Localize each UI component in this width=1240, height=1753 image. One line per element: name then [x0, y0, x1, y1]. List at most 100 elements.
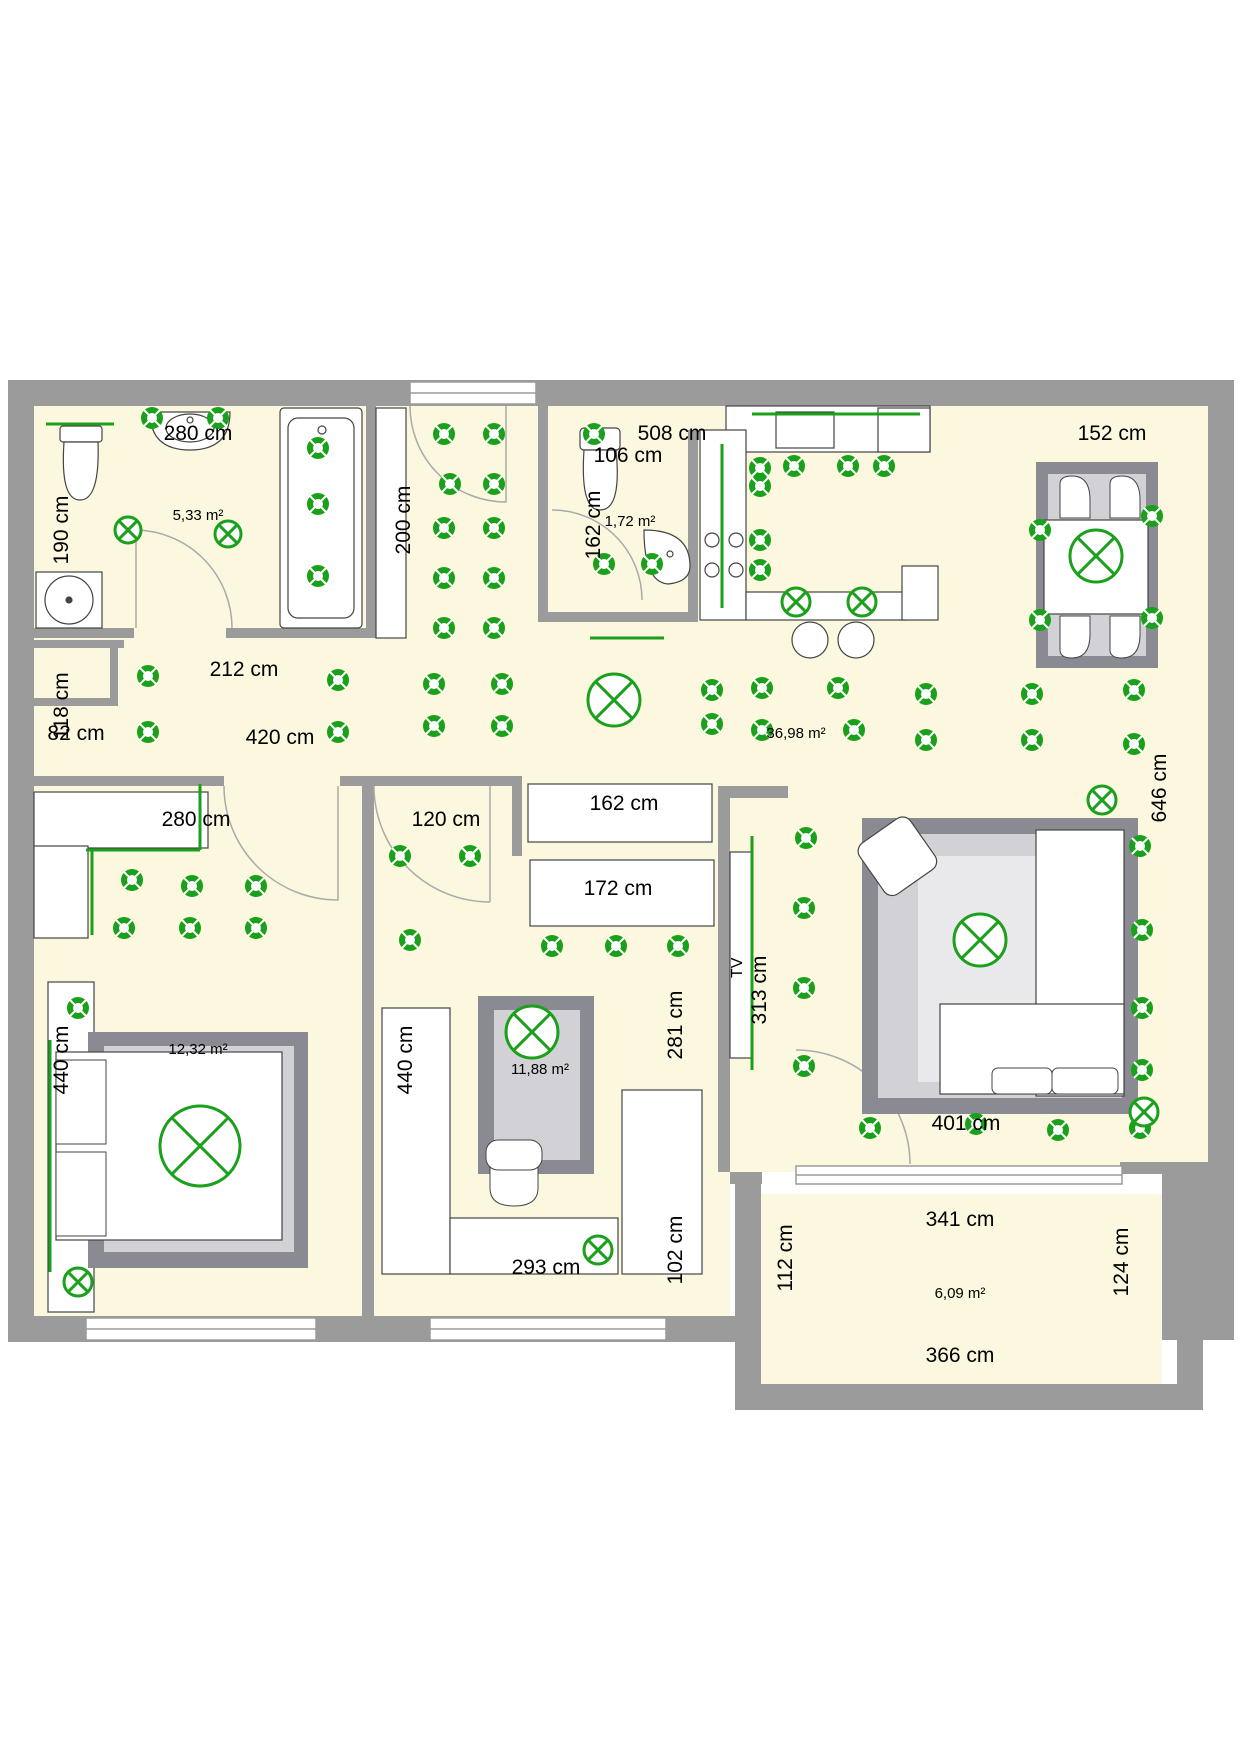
- downlight-icon: [137, 721, 159, 743]
- downlight-icon: [749, 457, 771, 479]
- dimension-label: 172 cm: [584, 877, 653, 900]
- dimension-label: 646 cm: [1148, 754, 1171, 823]
- living-room-furniture: [729, 816, 1138, 1114]
- downlight-icon: [1129, 835, 1151, 857]
- downlight-icon: [1141, 505, 1163, 527]
- ceiling-lamp-icon: [1086, 784, 1118, 816]
- dimension-label: 118 cm: [50, 672, 73, 739]
- downlight-icon: [873, 455, 895, 477]
- downlight-icon: [439, 473, 461, 495]
- downlight-icon: [605, 935, 627, 957]
- dimension-label: 366 cm: [926, 1344, 995, 1367]
- dimension-label: 440 cm: [50, 1026, 73, 1095]
- downlight-icon: [137, 665, 159, 687]
- downlight-icon: [307, 437, 329, 459]
- downlight-icon: [1141, 607, 1163, 629]
- dimension-label: 212 cm: [210, 658, 279, 681]
- dimension-label: 341 cm: [926, 1208, 995, 1231]
- dimension-label: 162 cm: [590, 792, 659, 815]
- dimension-label: 401 cm: [932, 1112, 1001, 1135]
- dimension-label: 124 cm: [1110, 1228, 1133, 1297]
- downlight-icon: [307, 565, 329, 587]
- ceiling-lamp-icon: [1128, 1096, 1160, 1128]
- ceiling-lamp-icon: [1068, 528, 1124, 584]
- downlight-icon: [207, 407, 229, 429]
- downlight-icon: [641, 553, 663, 575]
- downlight-icon: [965, 1113, 987, 1135]
- downlight-icon: [181, 875, 203, 897]
- inner-walls: [34, 406, 1208, 1316]
- downlight-icon: [1123, 733, 1145, 755]
- downlight-icon: [1131, 997, 1153, 1019]
- downlight-icon: [701, 713, 723, 735]
- downlight-icon: [483, 423, 505, 445]
- dimension-label: 190 cm: [50, 496, 73, 565]
- windows: [85, 381, 1123, 1341]
- area-label: 5,33 m²: [173, 507, 224, 524]
- downlight-icon: [307, 493, 329, 515]
- ceiling-lamp-icon: [846, 586, 878, 618]
- ceiling-lamp-icon: [62, 1266, 94, 1298]
- downlight-icon: [915, 729, 937, 751]
- dimension-label: 162 cm: [582, 491, 605, 560]
- downlight-icon: [749, 559, 771, 581]
- dimension-label: 293 cm: [512, 1256, 581, 1279]
- dimension-label: 82 cm: [47, 722, 104, 745]
- downlight-icon: [593, 553, 615, 575]
- dimension-label: 440 cm: [394, 1026, 417, 1095]
- downlight-icon: [423, 673, 445, 695]
- area-label: 6,09 m²: [935, 1285, 986, 1302]
- downlight-icon: [483, 517, 505, 539]
- downlight-icon: [121, 869, 143, 891]
- dimension-label: 420 cm: [246, 726, 315, 749]
- downlight-icon: [67, 997, 89, 1019]
- downlight-icon: [837, 455, 859, 477]
- downlight-icon: [795, 827, 817, 849]
- light-fixtures: [62, 407, 1163, 1298]
- dimension-label: 281 cm: [664, 991, 687, 1060]
- area-label: 12,32 m²: [168, 1041, 227, 1058]
- area-label: 36,98 m²: [766, 725, 825, 742]
- ceiling-lamp-icon: [504, 1004, 560, 1060]
- downlight-icon: [843, 719, 865, 741]
- downlight-icon: [491, 673, 513, 695]
- ceiling-lamp-icon: [952, 912, 1008, 968]
- downlight-icon: [827, 677, 849, 699]
- downlight-icon: [327, 721, 349, 743]
- downlight-icon: [1029, 519, 1051, 541]
- ceiling-lamp-icon: [586, 672, 642, 728]
- downlight-icon: [433, 567, 455, 589]
- downlight-icon: [179, 917, 201, 939]
- dimension-label: 313 cm: [748, 956, 771, 1025]
- downlight-icon: [245, 875, 267, 897]
- switch-lines: [46, 412, 920, 1272]
- downlight-icon: [423, 715, 445, 737]
- downlight-icon: [389, 845, 411, 867]
- downlight-icon: [459, 845, 481, 867]
- dimension-label: 508 cm: [638, 422, 707, 445]
- downlight-icon: [1029, 609, 1051, 631]
- area-label: 1,72 m²: [605, 513, 656, 530]
- downlight-icon: [1131, 1059, 1153, 1081]
- downlight-icon: [491, 715, 513, 737]
- ceiling-lamp-icon: [113, 515, 143, 545]
- ceiling-lamp-icon: [780, 586, 812, 618]
- dimension-label: 106 cm: [594, 444, 663, 467]
- ceiling-lamp-icon: [582, 1234, 614, 1266]
- tv-label: TV: [729, 957, 746, 978]
- downlight-icon: [113, 917, 135, 939]
- downlight-icon: [749, 475, 771, 497]
- downlight-icon: [793, 977, 815, 999]
- downlight-icon: [327, 669, 349, 691]
- downlight-icon: [433, 617, 455, 639]
- downlight-icon: [1131, 919, 1153, 941]
- downlight-icon: [749, 529, 771, 551]
- downlight-icon: [1047, 1119, 1069, 1141]
- downlight-icon: [1021, 683, 1043, 705]
- downlight-icon: [1123, 679, 1145, 701]
- bathroom-fixtures: [35, 407, 691, 639]
- downlight-icon: [583, 423, 605, 445]
- dimension-label: 152 cm: [1078, 422, 1147, 445]
